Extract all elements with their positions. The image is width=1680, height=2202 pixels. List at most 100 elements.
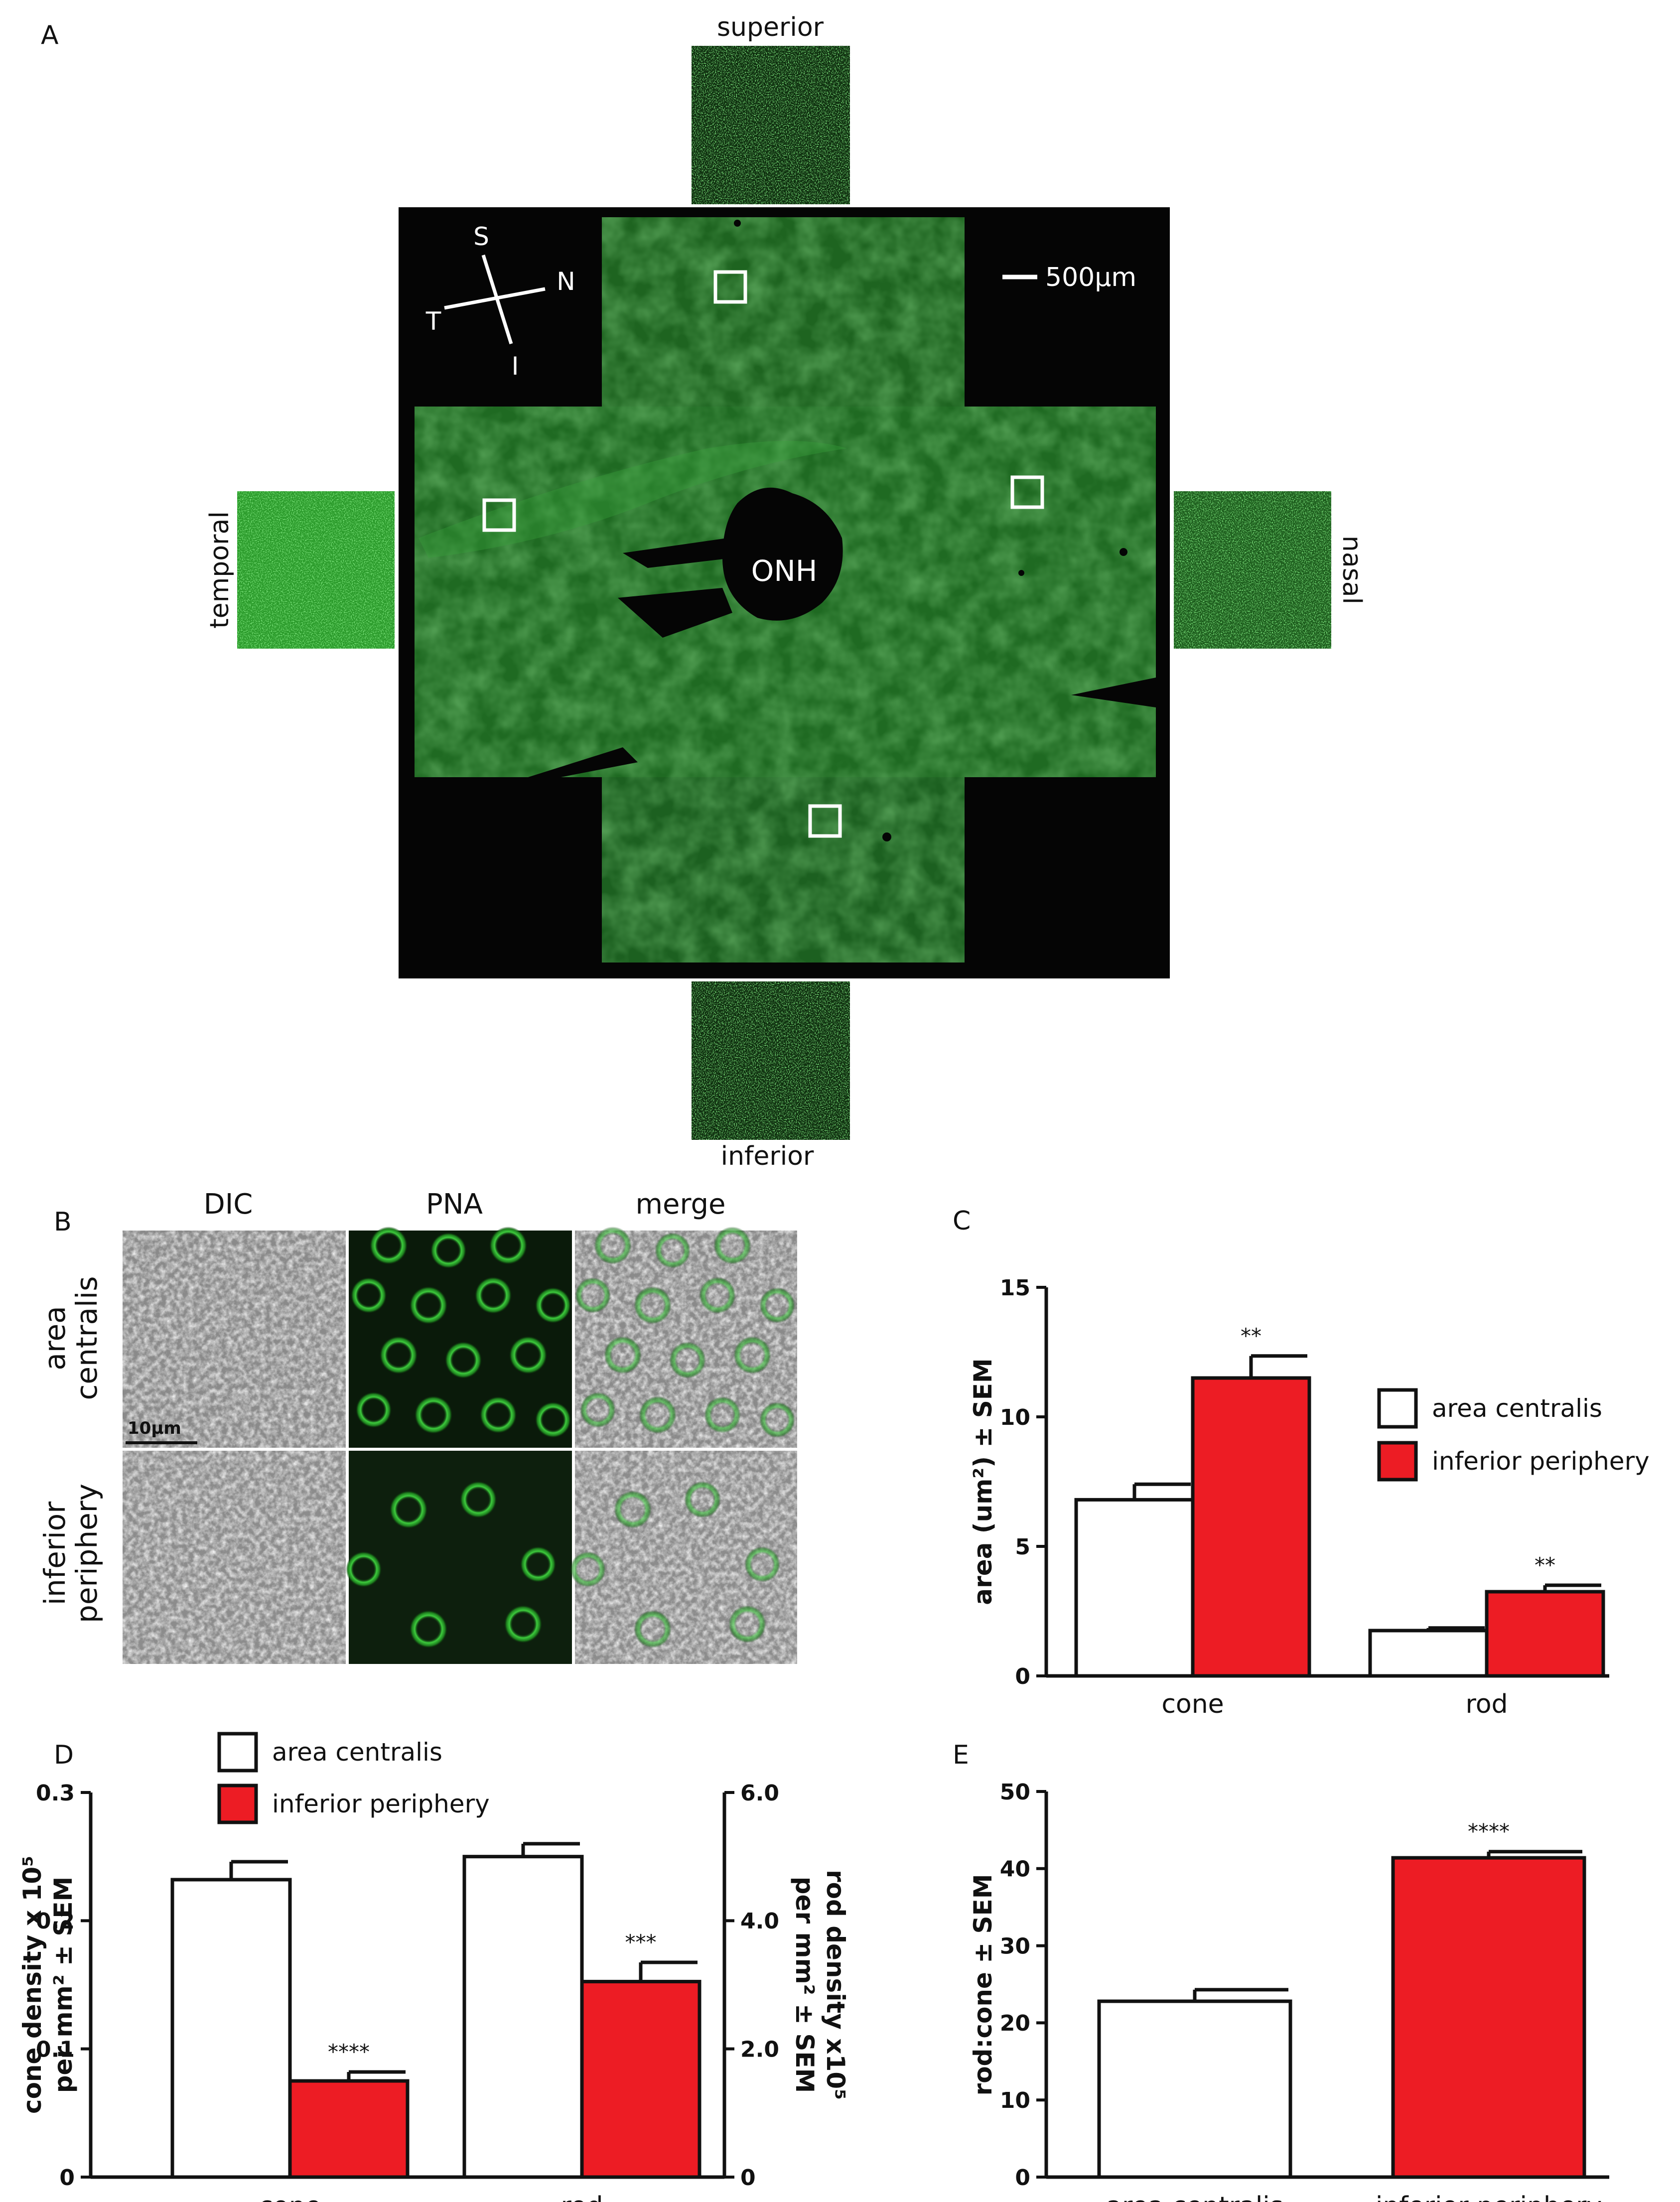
- sample-box-nasal: [1010, 475, 1044, 509]
- bar-rod-area-centralis: [1368, 1629, 1489, 1678]
- bar-rod-inferior-periphery: [580, 1980, 701, 2179]
- x-tick-label: area centralis: [1106, 2192, 1283, 2202]
- panel-b: B DIC PNA merge area centralis inferior …: [38, 1188, 797, 1664]
- retina-flatmount: [399, 207, 1170, 978]
- superior-inset: [692, 46, 850, 204]
- onh-label: ONH: [751, 554, 818, 588]
- svg-text:inferior: inferior: [38, 1502, 72, 1605]
- legend-inferior-periphery-label: inferior periphery: [272, 1789, 490, 1818]
- legend-inferior-periphery-swatch: [217, 1784, 258, 1824]
- y-axis-title-left-line2: per mm² ± SEM: [49, 1877, 78, 2093]
- y-tick-label: 40: [1000, 1857, 1030, 1882]
- y-tick-label: 6.0: [740, 1781, 779, 1806]
- svg-text:area: area: [38, 1306, 72, 1370]
- x-tick-label: inferior periphery: [1376, 2192, 1602, 2202]
- panel-c-label: C: [953, 1206, 971, 1236]
- y-tick-label: 50: [1000, 1780, 1030, 1805]
- bar-cone-inferior-periphery: [1191, 1376, 1311, 1678]
- y-axis-title: rod:cone ± SEM: [969, 1874, 997, 2096]
- y-tick-label: 20: [1000, 2011, 1030, 2036]
- svg-text:periphery: periphery: [70, 1484, 104, 1623]
- significance-marker: ****: [328, 2040, 370, 2064]
- y-tick-label: 0.3: [36, 1781, 75, 1806]
- panel-a: A superior inferior temporal nasal: [41, 12, 1367, 1171]
- scale-bar-b-label: 10µm: [128, 1418, 181, 1438]
- nasal-inset: [1174, 491, 1331, 649]
- legend-inferior-periphery-swatch: [1377, 1441, 1418, 1482]
- sample-box-temporal: [482, 498, 516, 532]
- col-header-dic: DIC: [204, 1188, 253, 1221]
- y-tick-label: 30: [1000, 1933, 1030, 1959]
- significance-marker: **: [1535, 1553, 1555, 1577]
- micrograph-pna-area-centralis: [349, 1227, 572, 1448]
- compass-n: N: [557, 267, 575, 296]
- legend-area-centralis-swatch: [217, 1732, 258, 1773]
- micrograph-dic-area-centralis: [123, 1231, 346, 1448]
- micrograph-dic-inferior-periphery: [123, 1451, 346, 1664]
- micrograph-pna-inferior-periphery: [346, 1451, 572, 1664]
- y-tick-label: 0.2: [36, 1909, 75, 1934]
- inferior-label: inferior: [721, 1141, 814, 1171]
- superior-label: superior: [717, 12, 824, 42]
- y-axis-title-right: rod density x10⁵per mm² ± SEM: [790, 1870, 850, 2100]
- y-tick-label: 0: [1015, 2165, 1030, 2191]
- svg-text:centralis: centralis: [70, 1276, 104, 1400]
- x-tick-label: rod: [560, 2192, 603, 2202]
- panel-e-label: E: [953, 1740, 969, 1770]
- legend-area-centralis-label: area centralis: [272, 1738, 442, 1767]
- sample-box-superior: [713, 270, 747, 304]
- nasal-label: nasal: [1337, 536, 1367, 604]
- x-tick-label: cone: [259, 2192, 321, 2202]
- y-tick-label: 10: [1000, 1405, 1030, 1430]
- row-label-inferior-periphery: inferior periphery: [38, 1484, 104, 1623]
- y-axis-title-left-line1: cone density x 10⁵: [18, 1856, 47, 2114]
- col-header-pna: PNA: [426, 1188, 483, 1221]
- panel-d-label: D: [54, 1740, 74, 1770]
- y-tick-label: 0.1: [36, 2037, 75, 2063]
- x-tick-label: rod: [1465, 1689, 1508, 1719]
- y-tick-label: 0: [59, 2165, 75, 2191]
- legend-area-centralis-swatch: [1377, 1388, 1418, 1429]
- temporal-inset: [237, 491, 395, 649]
- compass-i: I: [512, 352, 519, 381]
- bar-area-centralis: [1097, 1999, 1292, 2179]
- y-axis-title-right-line2: per mm² ± SEM: [790, 1877, 819, 2093]
- y-axis-title-right-line1: rod density x10⁵: [821, 1870, 850, 2100]
- temporal-label: temporal: [205, 511, 235, 629]
- legend-area-centralis-label: area centralis: [1432, 1394, 1602, 1423]
- scale-bar-a-label: 500µm: [1045, 263, 1136, 292]
- significance-marker: **: [1241, 1324, 1261, 1348]
- bar-cone-area-centralis: [1074, 1498, 1195, 1678]
- col-header-merge: merge: [635, 1188, 725, 1221]
- orientation-compass: S N T I: [425, 222, 575, 381]
- compass-s: S: [473, 222, 489, 251]
- bar-cone-inferior-periphery: [288, 2079, 410, 2179]
- micrograph-merge-inferior-periphery: [570, 1451, 797, 1664]
- chart-e: E 0 10 20 30 40 50 area centralis **** inferior p…: [953, 1740, 1609, 2202]
- y-tick-label: 0: [1015, 1664, 1030, 1689]
- legend-inferior-periphery-label: inferior periphery: [1432, 1447, 1650, 1476]
- x-tick-label: cone: [1161, 1689, 1224, 1719]
- panel-b-label: B: [54, 1207, 72, 1237]
- y-tick-label: 0: [740, 2165, 756, 2191]
- significance-marker: ***: [625, 1930, 657, 1954]
- row-label-area-centralis: area centralis: [38, 1276, 104, 1400]
- bar-rod-inferior-periphery: [1485, 1590, 1605, 1678]
- compass-t: T: [425, 307, 441, 336]
- micrograph-merge-area-centralis: [575, 1227, 797, 1448]
- bar-cone-area-centralis: [170, 1878, 292, 2179]
- panel-a-label: A: [41, 20, 59, 50]
- significance-marker: ****: [1468, 1819, 1510, 1844]
- y-tick-label: 5: [1015, 1534, 1030, 1560]
- inferior-inset: [692, 981, 850, 1140]
- y-tick-label: 4.0: [740, 1909, 779, 1934]
- bar-inferior-periphery: [1391, 1856, 1586, 2179]
- sample-box-inferior: [808, 804, 842, 838]
- y-tick-label: 10: [1000, 2088, 1030, 2113]
- y-tick-label: 15: [1000, 1275, 1030, 1301]
- chart-d: D 0 0.1 0.2 0.3 0 2.0 4.0 6.0 **** cone *** rod cone …: [18, 1732, 850, 2202]
- bar-rod-area-centralis: [462, 1855, 584, 2179]
- y-tick-label: 2.0: [740, 2037, 779, 2063]
